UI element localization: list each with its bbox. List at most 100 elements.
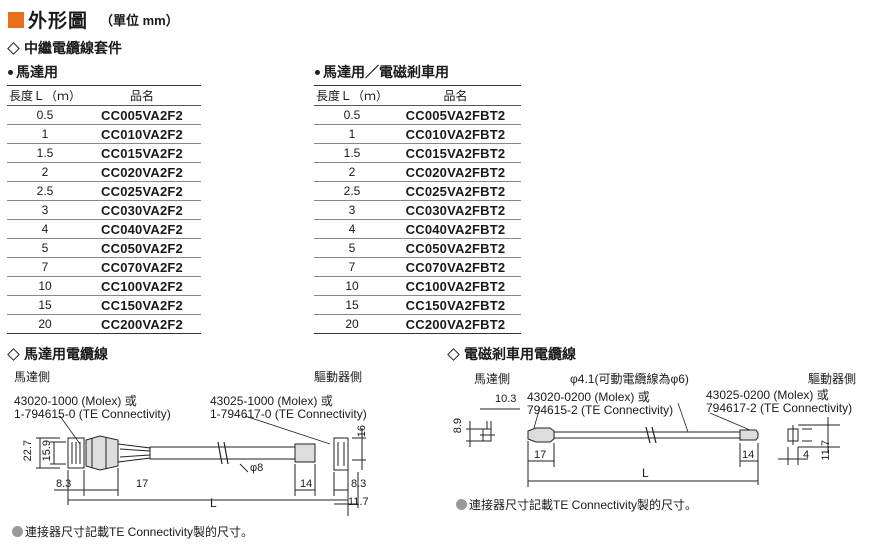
- dim-16: 16: [356, 425, 368, 438]
- relay-set-title: 中繼電纜線套件: [24, 40, 122, 56]
- length-cell: 15: [314, 295, 390, 315]
- motor-cable-heading: 馬達用電纜線: [6, 344, 108, 364]
- part-number-cell: CC025VA2FBT2: [390, 181, 521, 201]
- brake-dim-10-3: 10.3: [495, 393, 517, 405]
- length-cell: 1: [314, 124, 390, 144]
- length-cell: 10: [314, 276, 390, 296]
- part-number-cell: CC150VA2FBT2: [390, 295, 521, 315]
- dim-8-3-right: 8.3: [351, 478, 367, 490]
- part-number-cell: CC030VA2F2: [83, 200, 201, 220]
- part-number-cell: CC015VA2F2: [83, 143, 201, 163]
- length-cell: 5: [7, 238, 83, 258]
- page-header: 外形圖 （單位 mm）: [8, 6, 179, 33]
- brake-motor-connector-line-1: 43020-0200 (Molex) 或: [527, 390, 650, 404]
- brake-dim-11-7: 11.7: [820, 440, 832, 461]
- brake-dim-4: 4: [803, 449, 810, 461]
- length-cell: 1.5: [7, 143, 83, 163]
- motor-table-title: 馬達用: [16, 64, 58, 80]
- length-cell: 20: [314, 314, 390, 334]
- dim-diameter: φ8: [250, 462, 264, 474]
- brake-driver-connector-line-1: 43025-0200 (Molex) 或: [706, 388, 829, 402]
- dim-11-7: 11.7: [348, 496, 369, 508]
- motor-cable-drawing: [36, 415, 366, 516]
- part-number-cell: CC015VA2FBT2: [390, 143, 521, 163]
- diamond-icon: [7, 41, 20, 55]
- brake-cable-drawing: [466, 402, 840, 487]
- brake-table-title: 馬達用／電磁剎車用: [323, 64, 449, 80]
- brake-cable-title: 電磁剎車用電纜線: [464, 346, 576, 362]
- diamond-icon: [447, 347, 460, 361]
- part-number-cell: CC100VA2F2: [83, 276, 201, 296]
- part-number-cell: CC070VA2FBT2: [390, 257, 521, 277]
- brake-driver-connector-line-2: 794617-2 (TE Connectivity): [706, 401, 853, 415]
- brake-dim-length-L: L: [642, 466, 649, 480]
- part-number-cell: CC010VA2F2: [83, 124, 201, 144]
- motor-cable-note-text: 連接器尺寸記載TE Connectivity製的尺寸。: [25, 525, 254, 539]
- length-cell: 20: [7, 314, 83, 334]
- brake-dim-17: 17: [534, 449, 547, 461]
- part-number-cell: CC005VA2FBT2: [390, 105, 521, 125]
- motor-cable-note: 連接器尺寸記載TE Connectivity製的尺寸。: [12, 523, 253, 540]
- length-cell: 0.5: [7, 105, 83, 125]
- length-cell: 3: [314, 200, 390, 220]
- motor-connector-line-2: 1-794615-0 (TE Connectivity): [14, 407, 171, 421]
- part-number-cell: CC010VA2FBT2: [390, 124, 521, 144]
- brake-cable-note-text: 連接器尺寸記載TE Connectivity製的尺寸。: [469, 498, 698, 512]
- bullet-icon: [315, 69, 320, 75]
- length-cell: 2.5: [7, 181, 83, 201]
- length-cell: 2: [7, 162, 83, 182]
- motor-table-heading: 馬達用: [6, 62, 58, 82]
- part-number-cell: CC040VA2FBT2: [390, 219, 521, 239]
- driver-side-label: 驅動器側: [314, 370, 363, 384]
- brake-cable-note: 連接器尺寸記載TE Connectivity製的尺寸。: [456, 496, 697, 513]
- part-number-cell: CC040VA2F2: [83, 219, 201, 239]
- bullet-icon: [8, 69, 13, 75]
- dim-14: 14: [300, 478, 313, 490]
- length-cell: 0.5: [314, 105, 390, 125]
- part-number-cell: CC020VA2FBT2: [390, 162, 521, 182]
- length-cell: 7: [314, 257, 390, 277]
- column-header-part: 品名: [83, 85, 201, 106]
- part-number-cell: CC050VA2F2: [83, 238, 201, 258]
- part-number-cell: CC050VA2FBT2: [390, 238, 521, 258]
- page-title: 外形圖: [28, 11, 89, 32]
- motor-side-label: 馬達側: [14, 370, 51, 384]
- length-cell: 5: [314, 238, 390, 258]
- brake-table-heading: 馬達用／電磁剎車用: [313, 62, 449, 82]
- length-cell: 2.5: [314, 181, 390, 201]
- part-number-cell: CC200VA2FBT2: [390, 314, 521, 334]
- part-number-cell: CC100VA2FBT2: [390, 276, 521, 296]
- brake-motor-connector-line-2: 794615-2 (TE Connectivity): [527, 403, 674, 417]
- dim-8-3-left: 8.3: [56, 478, 72, 490]
- motor-connector-line-1: 43020-1000 (Molex) 或: [14, 394, 137, 408]
- dim-17: 17: [136, 478, 149, 490]
- length-cell: 2: [314, 162, 390, 182]
- table-header-row: 長度Ｌ（ｍ） 品名: [314, 85, 521, 106]
- table-header-row: 長度Ｌ（ｍ） 品名: [7, 85, 201, 106]
- note-bullet-icon: [456, 499, 467, 510]
- unit-label: （單位 mm）: [100, 13, 179, 28]
- length-cell: 4: [314, 219, 390, 239]
- length-cell: 1: [7, 124, 83, 144]
- part-number-cell: CC005VA2F2: [83, 105, 201, 125]
- length-cell: 15: [7, 295, 83, 315]
- diamond-icon: [7, 347, 20, 361]
- column-header-length: 長度Ｌ（ｍ）: [314, 85, 390, 106]
